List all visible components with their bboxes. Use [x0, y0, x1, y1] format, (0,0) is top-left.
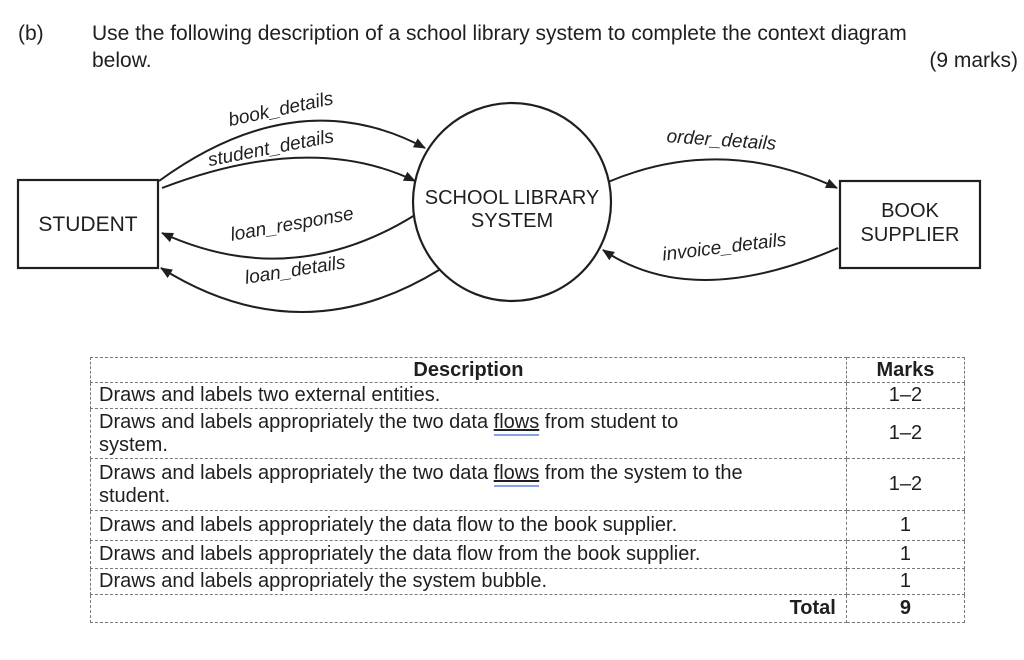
flow-label-order-details: order_details — [666, 126, 778, 155]
book-supplier-label-line2: SUPPLIER — [861, 224, 960, 246]
description-cell: Draws and labels two external entities. — [90, 382, 847, 409]
flow-loan-details-arrow — [160, 267, 440, 313]
table-row: Draws and labels appropriately the two d… — [90, 458, 966, 511]
table-header-row: Description Marks — [90, 357, 966, 383]
table-row: Draws and labels two external entities. … — [90, 382, 966, 409]
underlined-word: flows — [493, 410, 540, 436]
total-label-cell: Total — [90, 594, 847, 623]
table-total-row: Total 9 — [90, 594, 966, 623]
flow-label-loan-response: loan_response — [229, 203, 355, 245]
marking-table: Description Marks Draws and labels two e… — [90, 357, 966, 623]
flow-book-details-arrow — [158, 119, 426, 182]
flow-order-details-arrow — [607, 158, 838, 189]
description-text-part: Draws and labels appropriately the two d… — [99, 410, 494, 433]
question-label: (b) — [18, 22, 44, 45]
marks-note: (9 marks) — [929, 49, 1018, 72]
question-text-line2: below. — [92, 49, 152, 72]
system-label-line1: SCHOOL LIBRARY — [425, 187, 600, 209]
student-entity-label: STUDENT — [38, 213, 137, 236]
description-cell: Draws and labels appropriately the two d… — [90, 408, 847, 459]
system-process-bubble — [411, 101, 613, 303]
marks-cell: 1–2 — [845, 458, 966, 511]
book-supplier-label-line1: BOOK — [881, 200, 939, 222]
system-label-line2: SYSTEM — [471, 210, 553, 232]
underlined-word: flows — [493, 461, 540, 487]
question-body: Use the following description of a schoo… — [92, 20, 1018, 74]
student-entity-box — [16, 178, 160, 270]
description-text-part: from student to — [539, 410, 679, 433]
flow-invoice-details-arrow — [602, 247, 839, 281]
description-text-part: from the system to the — [539, 461, 743, 484]
marks-cell: 1–2 — [845, 382, 966, 409]
description-cell: Draws and labels appropriately the two d… — [90, 458, 847, 511]
description-cell: Draws and labels appropriately the data … — [90, 540, 847, 569]
table-row: Draws and labels appropriately the two d… — [90, 408, 966, 459]
description-text-part: Draws and labels appropriately the two d… — [99, 461, 494, 484]
table-row: Draws and labels appropriately the syste… — [90, 568, 966, 595]
question-text-line1: Use the following description of a schoo… — [92, 22, 907, 45]
column-header-marks: Marks — [845, 357, 966, 383]
marks-cell: 1–2 — [845, 408, 966, 459]
flow-label-invoice-details: invoice_details — [661, 229, 788, 265]
marks-cell: 1 — [845, 510, 966, 541]
table-row: Draws and labels appropriately the data … — [90, 510, 966, 541]
total-marks-cell: 9 — [845, 594, 966, 623]
description-cell: Draws and labels appropriately the syste… — [90, 568, 847, 595]
flow-label-student-details: student_details — [206, 126, 336, 171]
context-diagram: STUDENT SCHOOL LIBRARY SYSTEM BOOK SUPPL… — [16, 90, 982, 313]
marks-cell: 1 — [845, 568, 966, 595]
marks-cell: 1 — [845, 540, 966, 569]
description-cell: Draws and labels appropriately the data … — [90, 510, 847, 541]
question: (b) Use the following description of a s… — [18, 20, 1018, 74]
book-supplier-entity-box — [838, 179, 982, 270]
column-header-description: Description — [90, 357, 847, 383]
table-row: Draws and labels appropriately the data … — [90, 540, 966, 569]
flow-loan-response-arrow — [161, 214, 416, 260]
flow-student-details-arrow — [161, 156, 416, 189]
description-text-part: student. — [99, 484, 171, 507]
description-text-part: system. — [99, 433, 168, 456]
